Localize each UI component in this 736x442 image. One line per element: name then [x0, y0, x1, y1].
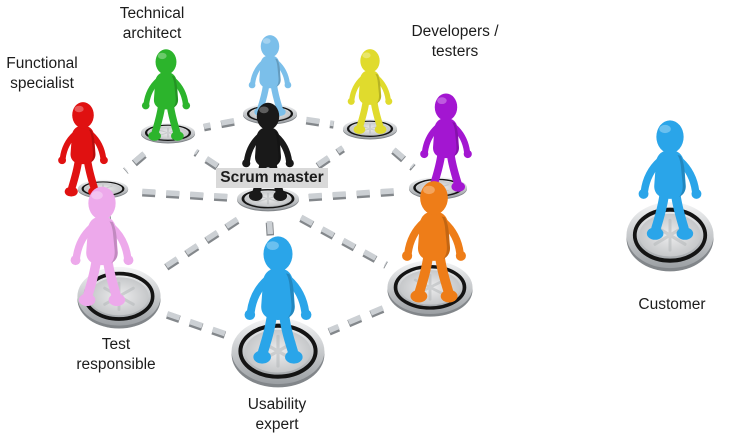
link-scrum-master--functional-specialist	[137, 188, 228, 202]
platform-technical-architect	[139, 121, 197, 145]
link-member-top-blue--developers-testers	[305, 116, 335, 129]
label-line: Technical	[119, 5, 185, 22]
node-member-orange	[385, 181, 475, 319]
label-line: Usability	[247, 396, 307, 413]
link-test-responsible--usability-expert	[166, 311, 227, 339]
label-line: Customer	[638, 296, 706, 313]
label-line: Functional	[6, 55, 78, 72]
label-line: expert	[255, 416, 299, 433]
label-developers-testers: Developers / testers	[396, 22, 514, 62]
link-member-orange--usability-expert	[327, 305, 385, 336]
label-line: Developers /	[411, 23, 499, 40]
label-scrum-master: Scrum master	[214, 168, 330, 188]
label-line: architect	[122, 25, 182, 42]
label-line: responsible	[76, 356, 156, 373]
node-usability-expert	[232, 236, 325, 387]
platform-customer	[627, 202, 714, 271]
figure-member-purple	[420, 94, 472, 192]
node-functional-specialist	[58, 102, 130, 198]
link-scrum-master--member-purple	[308, 187, 400, 202]
link-scrum-master--member-orange	[299, 214, 388, 269]
label-usability-expert: Usability expert	[223, 395, 331, 435]
node-customer	[627, 120, 714, 271]
node-developers-testers	[341, 49, 399, 141]
node-test-responsible	[71, 187, 163, 331]
node-technical-architect	[139, 49, 197, 145]
label-technical-architect: Technical architect	[102, 4, 202, 44]
link-developers-testers--member-purple	[391, 147, 416, 171]
label-functional-specialist: Functional specialist	[0, 54, 88, 94]
link-scrum-master--test-responsible	[158, 216, 240, 275]
link-technical-architect--functional-specialist	[123, 151, 147, 174]
label-line: specialist	[10, 75, 74, 92]
link-member-top-blue--technical-architect	[203, 117, 235, 132]
scrum-master-badge: Scrum master	[216, 168, 328, 188]
platform-developers-testers	[341, 117, 399, 141]
label-customer: Customer	[616, 295, 728, 315]
label-line: Test	[101, 336, 131, 353]
platform-usability-expert	[232, 318, 325, 387]
label-test-responsible: Test responsible	[64, 335, 168, 375]
platform-scrum-master	[235, 185, 301, 213]
label-line: testers	[431, 43, 479, 60]
